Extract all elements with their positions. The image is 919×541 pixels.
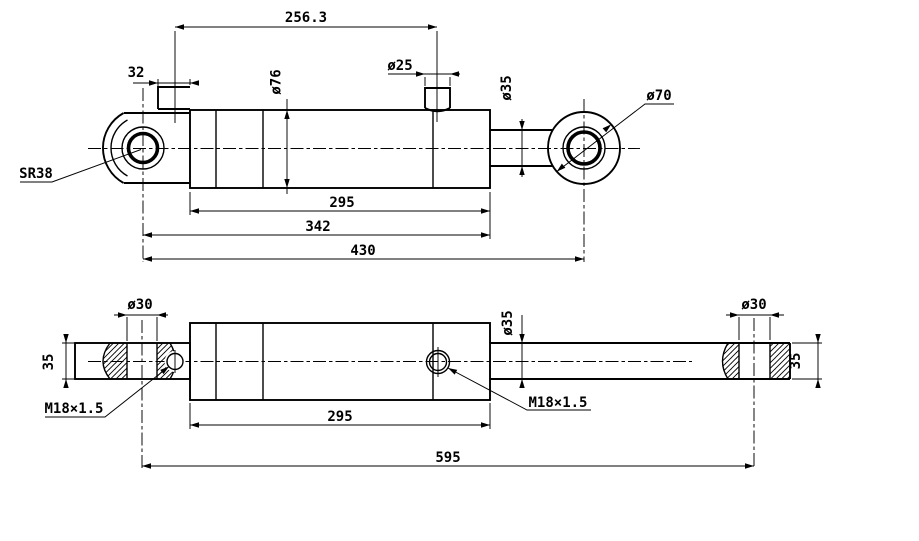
piston-rod xyxy=(490,129,553,167)
side-view: 256.3 32 ø76 ø25 ø35 xyxy=(19,10,674,262)
cylinder-body-plan xyxy=(74,322,791,401)
left-eye-outer-arc xyxy=(102,112,125,184)
port2-boss xyxy=(424,87,451,113)
left-eye-ring xyxy=(121,126,165,170)
dim-body-length-label: 342 xyxy=(305,219,330,235)
right-bore-edges xyxy=(738,343,771,379)
right-eye-ring xyxy=(562,126,606,170)
right-ball-arc xyxy=(721,342,729,380)
dim-right-eye-width: 35 xyxy=(788,334,822,388)
side-view-centerlines xyxy=(88,88,640,262)
rod-plan xyxy=(490,342,791,380)
dim-port-spacing-label: 256.3 xyxy=(285,10,327,26)
port1-boss xyxy=(157,86,190,110)
dim-left-eye-bore: ø30 xyxy=(114,297,168,341)
dim-barrel-length-plan-label: 295 xyxy=(327,409,352,425)
dim-right-eye-width-label: 35 xyxy=(788,353,804,370)
left-eye-inner-arc xyxy=(110,119,128,177)
dim-left-port-thread: M18×1.5 xyxy=(44,364,171,418)
dim-overall-length-plan: 595 xyxy=(142,450,754,469)
dim-overall-length-side-label: 430 xyxy=(350,243,375,259)
left-ball-hatch-a xyxy=(103,343,127,379)
dim-barrel-od: ø76 xyxy=(269,69,290,194)
left-ball-arc xyxy=(102,342,111,380)
right-eye-outer xyxy=(547,111,621,185)
dim-right-eye-bore: ø30 xyxy=(726,297,784,340)
dim-barrel-length-side: 295 xyxy=(189,192,491,239)
dim-right-eye-bore-label: ø30 xyxy=(741,297,766,313)
dim-body-length: 342 xyxy=(143,219,490,238)
dim-right-port-thread: M18×1.5 xyxy=(446,365,591,411)
dim-overall-length-plan-label: 595 xyxy=(435,450,460,466)
dim-rod-od-side: ø35 xyxy=(499,75,525,177)
dim-left-eye-bore-label: ø30 xyxy=(127,297,152,313)
dim-left-port-thread-label: M18×1.5 xyxy=(44,401,103,417)
dim-rod-od-plan-label: ø35 xyxy=(500,310,516,335)
right-eye-bore xyxy=(566,130,602,166)
dim-port-boss-od-label: ø25 xyxy=(387,58,412,74)
dim-barrel-length-side-label: 295 xyxy=(329,195,354,211)
dim-port1-width: 32 xyxy=(128,65,199,86)
left-eye-bore xyxy=(126,131,160,165)
dim-rod-od-side-label: ø35 xyxy=(499,75,515,100)
barrel-outline-plan xyxy=(189,322,491,401)
dim-eye-ball-radius-label: SR38 xyxy=(19,166,53,182)
dim-eye-ball-radius: SR38 xyxy=(19,149,142,183)
dim-barrel-length-plan: 295 xyxy=(189,403,491,429)
dim-barrel-od-label: ø76 xyxy=(269,69,285,94)
dim-rod-eye-od-label: ø70 xyxy=(646,88,671,104)
dim-port1-width-label: 32 xyxy=(128,65,145,81)
dim-left-eye-width-label: 35 xyxy=(41,354,57,371)
cylinder-body-side xyxy=(102,86,621,189)
barrel-outline xyxy=(189,109,491,189)
plan-view-centerlines xyxy=(88,318,755,469)
dim-right-port-thread-label: M18×1.5 xyxy=(528,395,587,411)
right-ball-hatch-a xyxy=(722,343,739,379)
dim-rod-od-plan: ø35 xyxy=(500,310,525,388)
dim-rod-eye-od: ø70 xyxy=(555,88,674,174)
dim-port-spacing: 256.3 xyxy=(174,10,438,123)
dim-left-eye-width: 35 xyxy=(41,334,74,388)
plan-view: ø30 35 M18×1.5 295 ø35 M xyxy=(41,297,822,469)
right-ball-hatch-b xyxy=(770,343,790,379)
dim-port-boss-od: ø25 xyxy=(387,58,460,86)
dim-overall-length-side: 430 xyxy=(143,243,584,262)
